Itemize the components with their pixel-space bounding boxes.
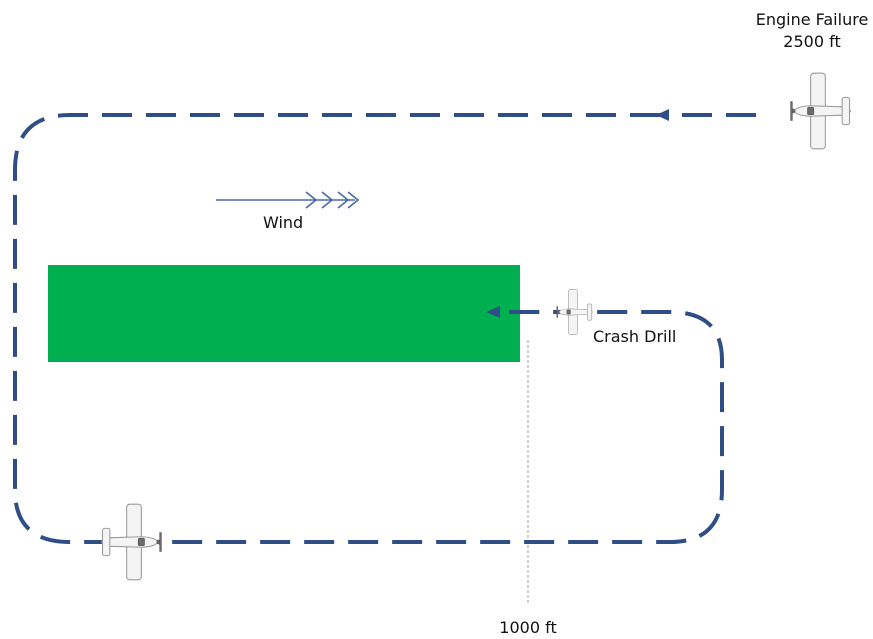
engine-failure-label: Engine Failure: [756, 10, 869, 29]
crash-drill-label: Crash Drill: [593, 327, 676, 346]
aircraft-icon-engine-failure: [790, 72, 852, 150]
wind-label: Wind: [263, 213, 303, 232]
engine-failure-glide-path: [13, 113, 756, 544]
distance-label: 1000 ft: [499, 618, 556, 637]
crash-drill-arrowhead: [486, 306, 500, 318]
runway: [48, 265, 520, 362]
glide-path-arrowhead: [656, 109, 669, 121]
aircraft-icon-crash-drill: [556, 289, 593, 335]
aircraft-icon-downwind: [100, 503, 162, 581]
engine-failure-altitude-label: 2500 ft: [783, 32, 840, 51]
wind-arrow: [216, 191, 360, 209]
